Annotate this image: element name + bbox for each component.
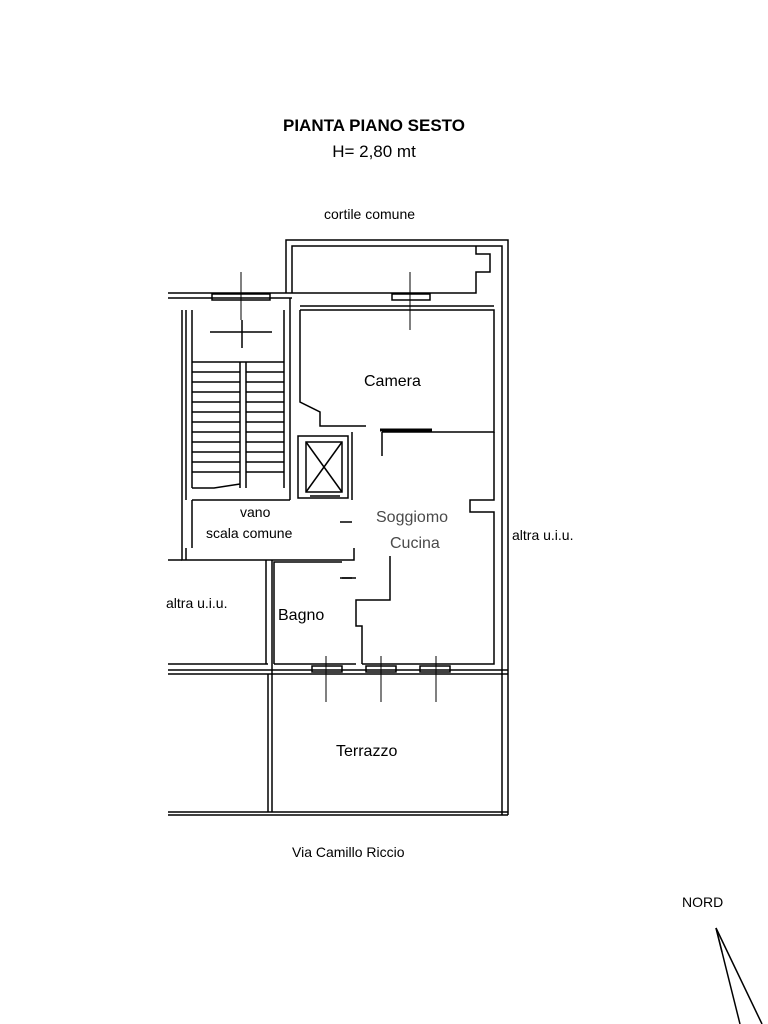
soggiorno-label: Soggiomo [376, 509, 449, 526]
courtyard-label: cortile comune [324, 206, 416, 222]
street-label: Via Camillo Riccio [292, 844, 405, 860]
window-axes [240, 272, 437, 702]
windows [211, 293, 451, 673]
stair-label-line2: scala comune [206, 525, 293, 541]
outer-walls [168, 239, 509, 816]
ceiling-height: H= 2,80 mt [332, 142, 416, 161]
bagno-label: Bagno [278, 607, 325, 624]
plan-title: PIANTA PIANO SESTO [283, 116, 465, 135]
lift-shaft [297, 435, 349, 499]
right-unit-label: altra u.i.u. [512, 527, 574, 543]
north-label: NORD [682, 894, 724, 910]
camera-walls [289, 298, 495, 500]
north-arrow [715, 927, 763, 1024]
terrazzo-label: Terrazzo [336, 743, 398, 760]
left-unit-label: altra u.i.u. [166, 595, 228, 611]
soggiorno-walls [351, 432, 495, 665]
doors [340, 428, 432, 579]
stair-landing [181, 499, 355, 561]
left-unit-walls [168, 559, 508, 812]
staircase [181, 310, 285, 500]
stair-label-line1: vano [240, 504, 271, 520]
cucina-label: Cucina [390, 535, 440, 552]
camera-label: Camera [364, 373, 421, 390]
courtyard-notch [292, 246, 491, 294]
